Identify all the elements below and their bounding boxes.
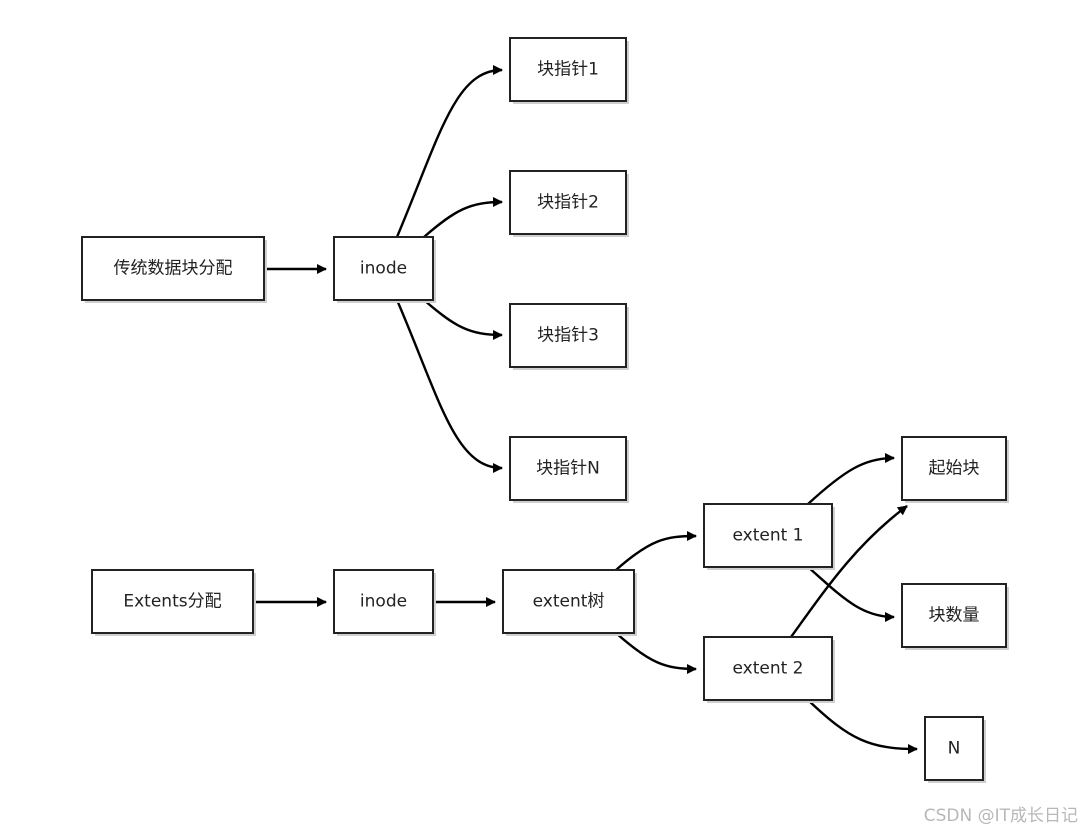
- node-label: inode: [360, 259, 407, 279]
- node-label: N: [948, 739, 961, 759]
- node-label: extent 1: [732, 526, 803, 546]
- node-bp1: 块指针1: [509, 37, 629, 104]
- node-bpn: 块指针N: [509, 436, 629, 503]
- node-ext1: extent 1: [703, 503, 835, 570]
- node-box: [703, 503, 833, 568]
- node-n: N: [924, 716, 986, 783]
- node-label: 块指针2: [537, 193, 599, 213]
- node-label: inode: [360, 592, 407, 612]
- node-extents: Extents分配: [91, 569, 256, 636]
- edge-ext1-to-start: [807, 453, 895, 505]
- edge-ext2-to-n: [807, 699, 918, 754]
- node-bp3: 块指针3: [509, 303, 629, 370]
- watermark: CSDN @IT成长日记: [923, 806, 1078, 826]
- node-label: 传统数据块分配: [114, 259, 233, 279]
- node-box: [901, 436, 1007, 501]
- edge-inode1-to-bp1: [395, 65, 503, 238]
- node-tree: extent树: [502, 569, 637, 636]
- node-box: [502, 569, 635, 634]
- node-box: [509, 436, 627, 501]
- node-label: extent树: [533, 592, 605, 612]
- edge-tree-to-ext2: [615, 632, 697, 674]
- node-box: [703, 636, 833, 701]
- node-box: [91, 569, 254, 634]
- node-inode2: inode: [333, 569, 436, 636]
- node-label: 起始块: [929, 459, 980, 479]
- edge-ext1-to-count: [807, 566, 895, 622]
- node-start: 起始块: [901, 436, 1009, 503]
- edge-inode1-to-bp2: [423, 197, 503, 238]
- node-box: [509, 303, 627, 368]
- node-label: extent 2: [732, 659, 803, 679]
- node-label: 块数量: [929, 606, 980, 626]
- node-box: [509, 170, 627, 235]
- edge-inode1-to-bp3: [423, 299, 503, 340]
- node-trad: 传统数据块分配: [81, 236, 267, 303]
- edges-layer: [253, 65, 918, 754]
- node-box: [333, 236, 434, 301]
- node-box: [333, 569, 434, 634]
- node-count: 块数量: [901, 583, 1009, 650]
- node-bp2: 块指针2: [509, 170, 629, 237]
- node-label: 块指针3: [537, 326, 599, 346]
- edge-inode1-to-bpn: [395, 299, 503, 473]
- node-box: [81, 236, 265, 301]
- node-box: [901, 583, 1007, 648]
- node-label: 块指针1: [537, 60, 599, 80]
- node-box: [924, 716, 984, 781]
- node-inode1: inode: [333, 236, 436, 303]
- nodes-layer: 传统数据块分配 inode 块指针1 块指针2 块指针3 块指针N Extents分配 ino…: [81, 37, 1009, 783]
- node-ext2: extent 2: [703, 636, 835, 703]
- edge-ext2-to-start: [790, 505, 908, 638]
- edge-tree-to-ext1: [615, 531, 697, 571]
- node-label: 块指针N: [536, 459, 600, 479]
- node-label: Extents分配: [123, 592, 221, 612]
- node-box: [509, 37, 627, 102]
